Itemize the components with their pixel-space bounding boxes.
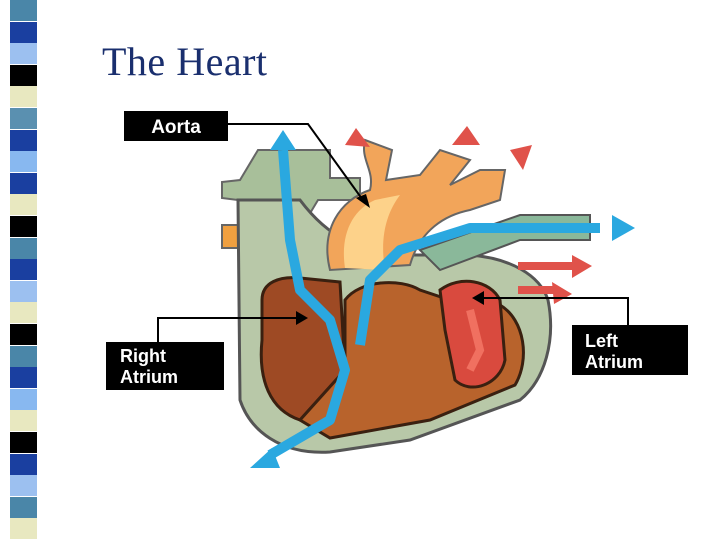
stripe-cell [10, 388, 37, 410]
label-left-atrium-line2: Atrium [585, 352, 643, 372]
aorta-leader-head [356, 194, 370, 208]
stripe-cell [10, 367, 37, 389]
aorta-leader [228, 123, 366, 204]
red-arrow-shaft-4 [518, 262, 574, 270]
heart-illustration [221, 138, 600, 460]
stripe-cell [10, 129, 37, 151]
stripe-cell [10, 410, 37, 432]
label-right-atrium-line1: Right [120, 346, 166, 366]
stripe-cell [10, 259, 37, 281]
stripe-cell [10, 21, 37, 43]
stripe-cell [10, 324, 37, 345]
stripe-cell [10, 151, 37, 173]
label-left-atrium: Left Atrium [572, 325, 688, 375]
oxygenated-flow-path [466, 309, 485, 372]
blue-arrow-right [612, 215, 635, 241]
aortic-arch-shadow [343, 195, 400, 270]
stripe-cell [10, 194, 37, 216]
stripe-cell [10, 518, 37, 540]
stripe-cell [10, 237, 37, 259]
red-arrow-1 [345, 128, 370, 147]
right-atrium-leader [157, 317, 300, 342]
stripe-cell [10, 43, 37, 65]
stripe-cell [10, 280, 37, 302]
label-aorta: Aorta [124, 111, 228, 141]
stripe-cell [10, 0, 37, 21]
flow-arrows [250, 126, 635, 468]
left-atrium-leader-head [472, 291, 484, 305]
decorative-stripe-bar [0, 0, 72, 540]
stripe-cell [10, 86, 37, 108]
left-atrium-leader [480, 297, 629, 325]
red-arrow-3 [510, 145, 532, 170]
label-right-atrium: Right Atrium [106, 342, 224, 390]
red-arrow-4 [572, 255, 592, 278]
label-aorta-text: Aorta [151, 117, 201, 138]
right-atrium-leader-head [296, 311, 308, 325]
stripe-cell [10, 475, 37, 497]
blue-arrow-down [250, 448, 280, 468]
leader-lines [157, 123, 629, 342]
stripe-cell [10, 432, 37, 453]
deoxygenated-flow-path [267, 149, 350, 460]
slide-title: The Heart [102, 39, 268, 84]
red-arrow-2 [452, 126, 480, 145]
stripe-cell [10, 453, 37, 475]
stripe-cell [10, 345, 37, 367]
label-left-atrium-line1: Left [585, 331, 618, 351]
stripe-cell [10, 216, 37, 237]
stripe-cell [10, 108, 37, 129]
red-arrow-shaft-5 [518, 286, 556, 294]
stripe-cell [10, 172, 37, 194]
label-right-atrium-line2: Atrium [120, 367, 178, 387]
pulmonary-flow-path [355, 223, 600, 346]
stripe-cell [10, 64, 37, 86]
blue-arrow-up [270, 130, 296, 150]
stripe-cell [10, 496, 37, 518]
stripe-cell [10, 302, 37, 324]
